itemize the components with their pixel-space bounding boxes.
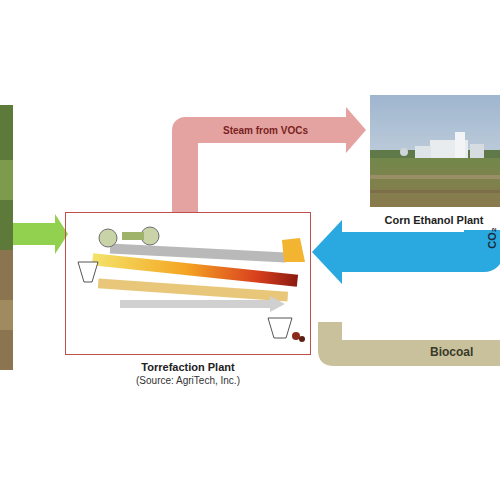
flow-arrow [185,107,366,212]
arrow-body [185,130,346,212]
edge-label: CO₂ [485,227,497,248]
arrow-head [346,107,366,153]
biomass-photo [0,105,13,370]
torrefaction-illustration [78,227,305,342]
process-box: Torrefaction Plant(Source: AgriTech, Inc… [65,212,311,355]
biocoal-arrow [318,322,500,366]
node-subtitle: (Source: AgriTech, Inc.) [46,375,330,386]
arrow-body [342,230,484,252]
output-label: Biocoal [430,345,473,359]
node-title: Corn Ethanol Plant [358,214,500,226]
arrow-head [312,220,342,284]
flow-arrow [312,220,484,284]
edge-label: Steam from VOCs [223,125,308,136]
plant-box: Corn Ethanol Plant [368,95,500,230]
ethanol-plant-photo [370,95,500,207]
input-arrow [13,214,68,254]
node-title: Torrefaction Plant [46,361,330,373]
